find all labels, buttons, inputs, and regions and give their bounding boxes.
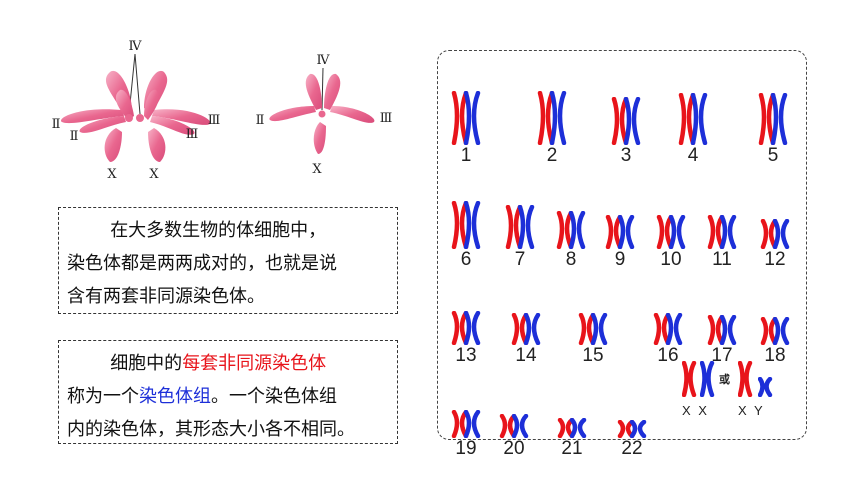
chromosome-x-maternal: [682, 361, 697, 397]
chromosome-number-label: 19: [455, 438, 477, 459]
chromosome-number-label: 11: [712, 249, 732, 270]
chromosome-ii-left-inner-arm: [79, 116, 126, 133]
chromosome-pair-17: [707, 315, 737, 345]
chromosome-pair-11: [707, 215, 737, 249]
chromosome-number-label: 6: [460, 249, 472, 270]
label-iii: Ⅲ: [186, 127, 199, 142]
chromosome-number-label: 17: [711, 345, 733, 366]
chromosome-x: [104, 128, 122, 162]
chromosome-pair-1: [451, 91, 481, 145]
highlight-blue: 染色体组: [139, 386, 211, 407]
chromosome-ii: [305, 73, 322, 110]
text-line: 内的染色体，其形态大小各不相同。: [67, 419, 355, 440]
chromosome-pair-13: [451, 311, 481, 345]
chromosome-iii-arm: [330, 106, 375, 123]
label-x: X: [107, 167, 117, 182]
chromosome-pair-7: [505, 205, 535, 249]
chromosome-number-label: 18: [764, 345, 786, 366]
or-label: 或: [719, 374, 730, 386]
chromosome-pair-9: [605, 215, 635, 249]
chromosome-pair-10: [656, 215, 686, 249]
chromosome-number-label: 22: [621, 438, 643, 459]
sex-label-xy: X Y: [738, 403, 765, 418]
label-ii: Ⅱ: [70, 129, 79, 144]
chromosome-number-label: 4: [687, 145, 699, 166]
label-iv: Ⅳ: [129, 39, 143, 54]
chromosome-x: [148, 128, 166, 162]
text-line: 染色体都是两两成对的，也就是说: [67, 253, 337, 274]
text-segment: 细胞中的: [110, 353, 183, 374]
label-x: X: [149, 167, 159, 182]
chromosome-pair-18: [760, 317, 790, 345]
chromosome-number-label: 20: [503, 438, 525, 459]
chromosome-number-label: 7: [514, 249, 526, 270]
fly-chromosome-diagram-set: Ⅳ Ⅱ Ⅲ X: [256, 53, 393, 177]
text-segment: 。一个染色体组: [211, 386, 337, 407]
chromosome-ii-left-inner: [115, 89, 134, 120]
chromosome-number-label: 1: [460, 145, 472, 166]
chromosome-pair-21: [557, 418, 587, 438]
chromosome-pair-4: [678, 93, 708, 145]
chromosome-ii-left-outer-arm: [61, 109, 124, 124]
chromosome-number-label: 3: [620, 145, 632, 166]
chromosome-number-label: 15: [582, 345, 604, 366]
chromosome-pair-12: [760, 219, 790, 249]
chromosome-pair-5: [758, 93, 788, 145]
chromosome-x: [313, 122, 326, 154]
label-ii: Ⅱ: [52, 117, 61, 132]
text-line: 细胞中的每套非同源染色体: [67, 347, 389, 380]
text-line: 含有两套非同源染色体。: [67, 286, 265, 307]
chromosome-pair-16: [653, 313, 683, 345]
chromosome-number-label: 9: [614, 249, 626, 270]
chromosome-pair-8: [556, 211, 586, 249]
chromosome-y-paternal: [758, 377, 773, 397]
chromosome-pair-20: [499, 414, 529, 438]
chromosome-pair-15: [578, 313, 608, 345]
text-segment: 称为一个: [67, 386, 139, 407]
chromosome-pair-3: [611, 97, 641, 145]
chromosome-pair-14: [511, 313, 541, 345]
chromosome-pair-19: [451, 410, 481, 438]
chromosome-ii-arm: [269, 106, 316, 122]
definition-box-homologous: 在大多数生物的体细胞中， 染色体都是两两成对的，也就是说 含有两套非同源染色体。: [58, 207, 398, 314]
sex-label-xx: X X: [682, 403, 709, 418]
chromosome-number-label: 21: [561, 438, 583, 459]
chromosome-number-label: 12: [764, 249, 786, 270]
chromosome-pair-6: [451, 201, 481, 249]
chromosome-number-label: 8: [565, 249, 577, 270]
chromosome-number-label: 5: [767, 145, 779, 166]
chromosome-iv-dot: [125, 114, 133, 122]
definition-box-chromosome-set: 细胞中的每套非同源染色体 称为一个染色体组。一个染色体组 内的染色体，其形态大小…: [58, 340, 398, 444]
chromosome-iii-right-inner: [144, 89, 159, 120]
chromosome-iii-right-inner-arm: [150, 116, 195, 135]
chromosome-pair-22: [617, 420, 647, 438]
label-iii: Ⅲ: [380, 111, 393, 126]
chromosome-iii: [324, 73, 341, 110]
chromosome-number-label: 2: [546, 145, 558, 166]
label-x: X: [312, 162, 322, 177]
chromosome-number-label: 13: [455, 345, 477, 366]
text-line: 称为一个染色体组。一个染色体组: [67, 380, 389, 413]
chromosome-iii-right-outer-arm: [152, 109, 211, 125]
chromosome-number-label: 16: [657, 345, 679, 366]
label-ii: Ⅱ: [256, 113, 265, 128]
text-line: 在大多数生物的体细胞中，: [110, 220, 327, 241]
chromosome-number-label: 10: [660, 249, 682, 270]
highlight-red: 每套非同源染色体: [182, 353, 327, 374]
chromosome-x-paternal: [700, 361, 715, 397]
label-iii: Ⅲ: [208, 113, 221, 128]
fly-chromosome-diagram-full: Ⅳ Ⅱ Ⅱ Ⅲ Ⅲ X X: [52, 39, 221, 182]
chromosome-iv-dot: [136, 114, 144, 122]
label-iv: Ⅳ: [317, 53, 331, 68]
chromosome-iv-dot: [318, 110, 326, 118]
chromosome-number-label: 14: [515, 345, 537, 366]
chromosome-pair-2: [537, 91, 567, 145]
chromosome-x-maternal: [738, 361, 753, 397]
